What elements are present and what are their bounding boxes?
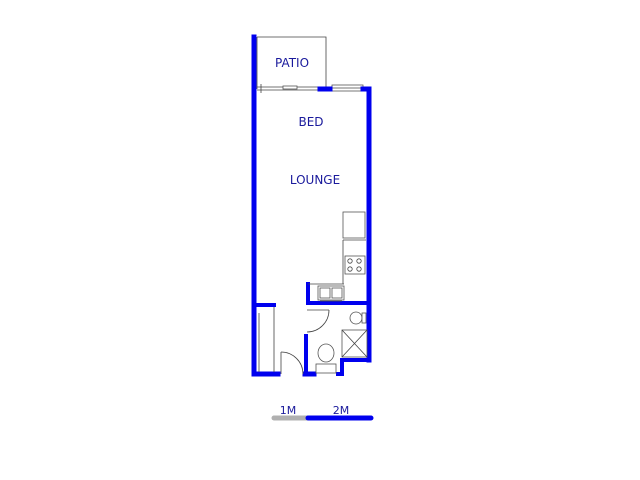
bathroom <box>315 311 368 374</box>
lounge-label: LOUNGE <box>290 173 340 187</box>
cupboard <box>258 307 275 372</box>
patio-label: PATIO <box>275 56 309 70</box>
sliding-door <box>257 84 318 93</box>
scale-label-1m: 1M <box>280 404 297 417</box>
kitchen <box>308 211 366 302</box>
scale-label-2m: 2M <box>333 404 350 417</box>
bathroom-door <box>306 309 330 333</box>
scale-bar: 1M 2M <box>271 404 374 421</box>
entrance-door <box>280 351 304 375</box>
patio-area <box>256 36 327 89</box>
bed-label: BED <box>298 115 323 129</box>
top-window <box>331 84 364 92</box>
walls <box>251 34 372 377</box>
